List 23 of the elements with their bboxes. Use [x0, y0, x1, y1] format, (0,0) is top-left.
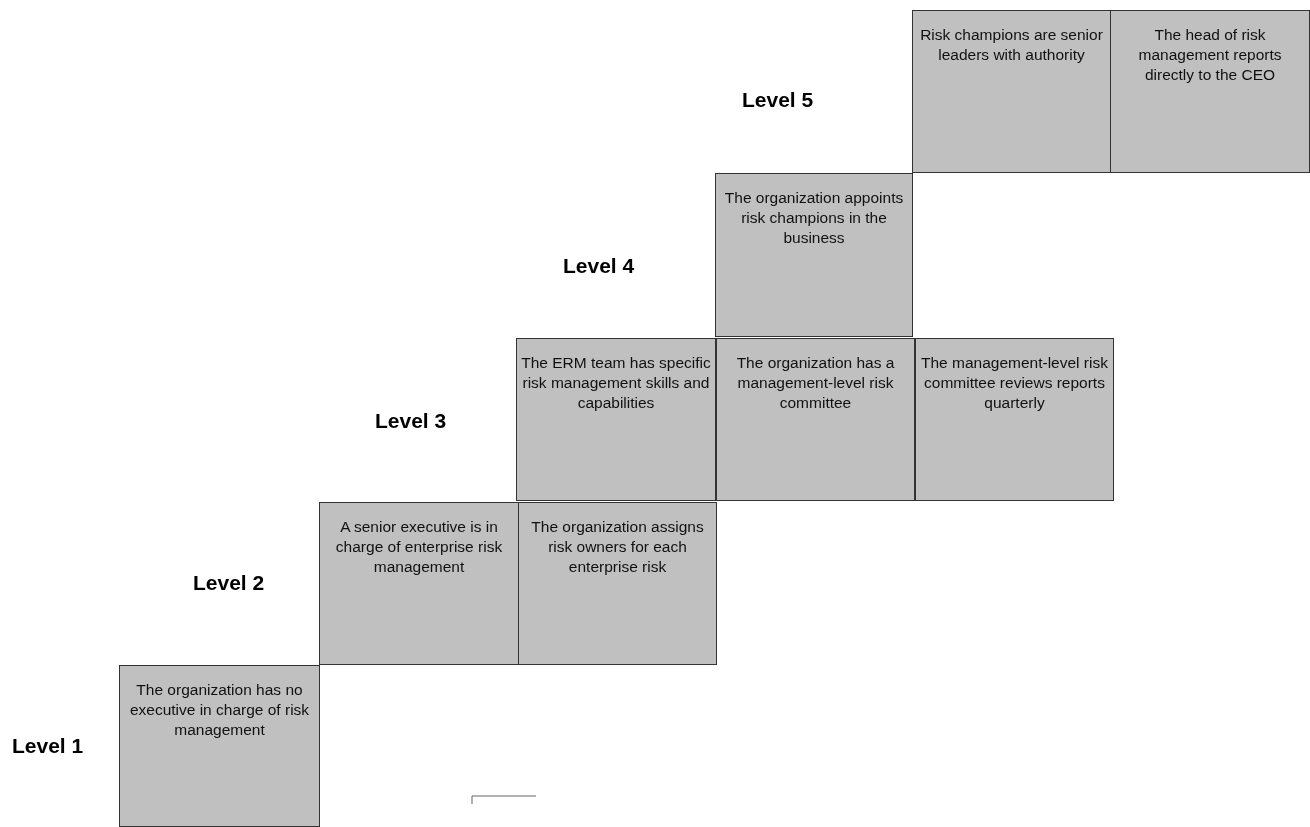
step-text: The organization has no executive in charge of risk management: [128, 680, 311, 740]
step-text: Risk champions are senior leaders with authority: [919, 25, 1104, 65]
step-box: [716, 338, 915, 501]
step-text: The management-level risk committee reviews reports quarterly: [920, 353, 1109, 413]
level-label: Level 2: [193, 571, 265, 595]
step-box: [518, 502, 717, 665]
step-text: The organization has a management-level risk committee: [735, 353, 896, 413]
step-box: [915, 338, 1114, 501]
level-label: Level 1: [12, 734, 84, 758]
step-box: [319, 502, 519, 665]
step-box: [119, 665, 320, 827]
step-text: The organization assigns risk owners for each enterprise risk: [530, 517, 705, 577]
step-box: [516, 338, 716, 501]
step-text: The head of risk management reports directly to the CEO: [1137, 25, 1283, 85]
level-label: Level 4: [563, 254, 635, 278]
step-box: [1110, 10, 1310, 173]
step-text: A senior executive is in charge of enterprise risk management: [334, 517, 504, 577]
step-box: [912, 10, 1111, 173]
step-box: [715, 173, 913, 337]
step-text: The ERM team has specific risk management skills and capabilities: [521, 353, 711, 413]
level-label: Level 5: [742, 88, 814, 112]
level-label: Level 3: [375, 409, 447, 433]
step-text: The organization appoints risk champions in the business: [723, 188, 905, 248]
